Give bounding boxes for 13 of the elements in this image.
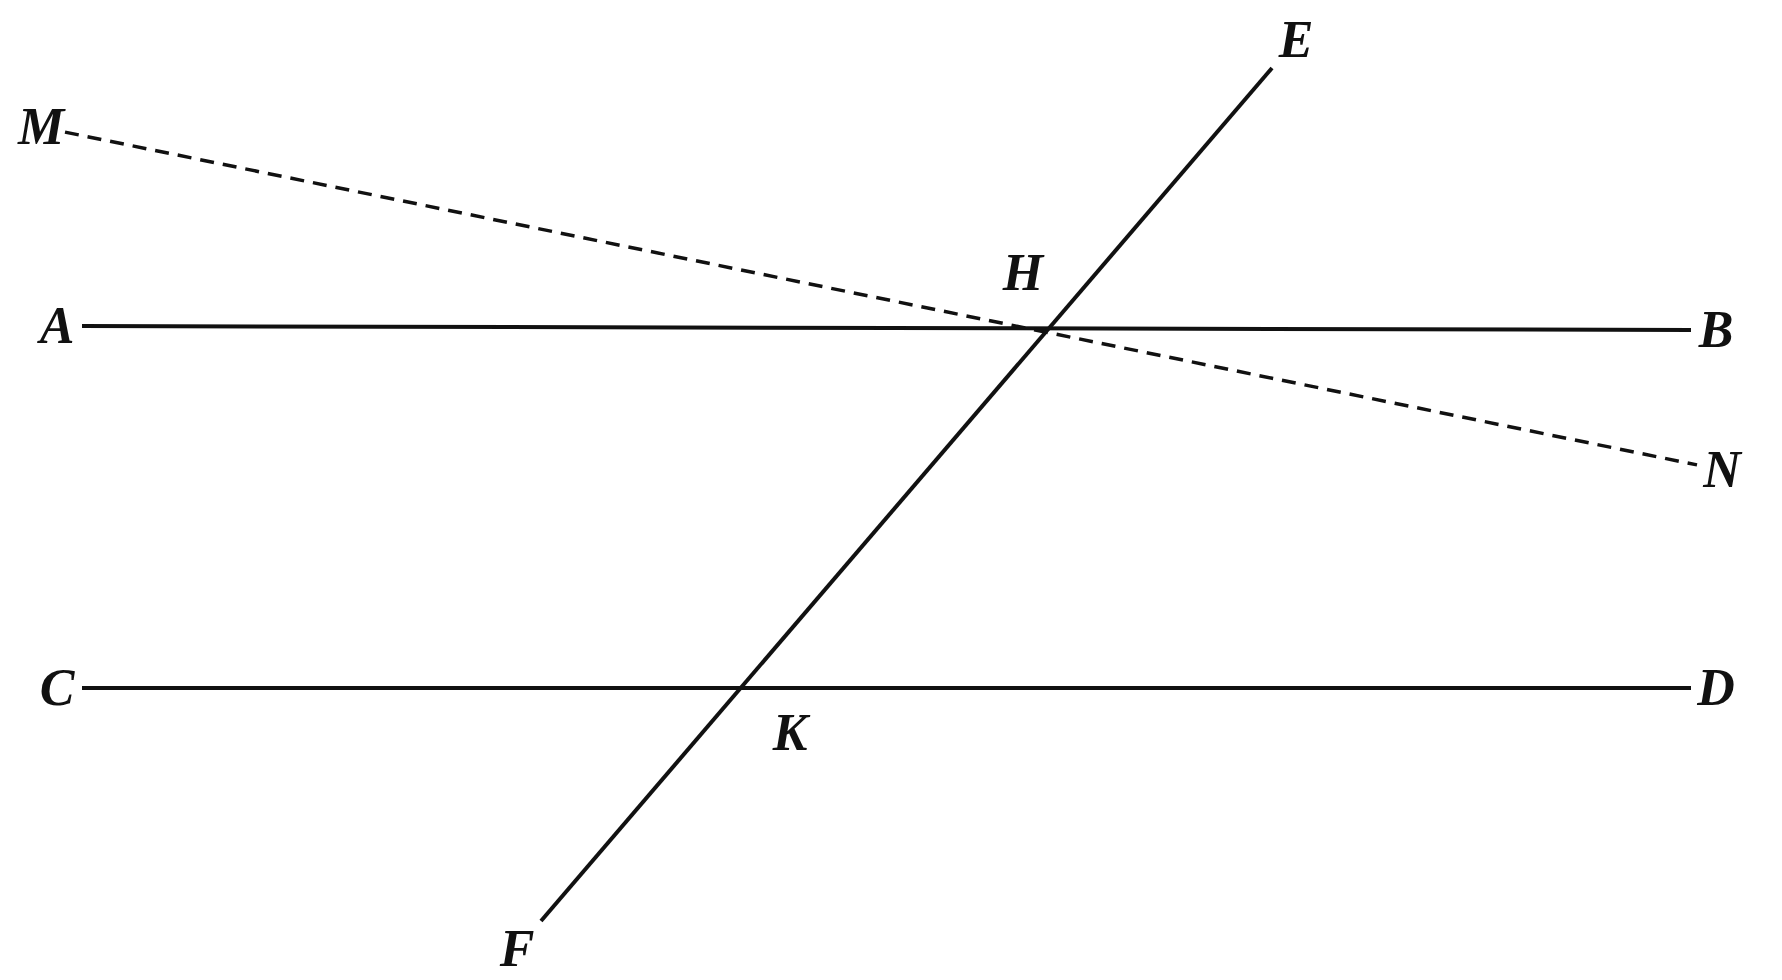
point-label: D xyxy=(1694,663,1738,713)
point-label: C xyxy=(35,663,79,713)
point-label: N xyxy=(1700,445,1744,495)
dashed-line xyxy=(64,130,1698,467)
point-label: F xyxy=(495,924,539,974)
point-label: H xyxy=(1001,248,1045,298)
point-label: K xyxy=(768,708,812,758)
point-label: E xyxy=(1274,15,1318,65)
line-segment xyxy=(82,324,1691,332)
line-segment xyxy=(539,66,1274,923)
point-label: B xyxy=(1694,305,1738,355)
point-label: A xyxy=(35,301,79,351)
line-segment xyxy=(82,686,1691,690)
